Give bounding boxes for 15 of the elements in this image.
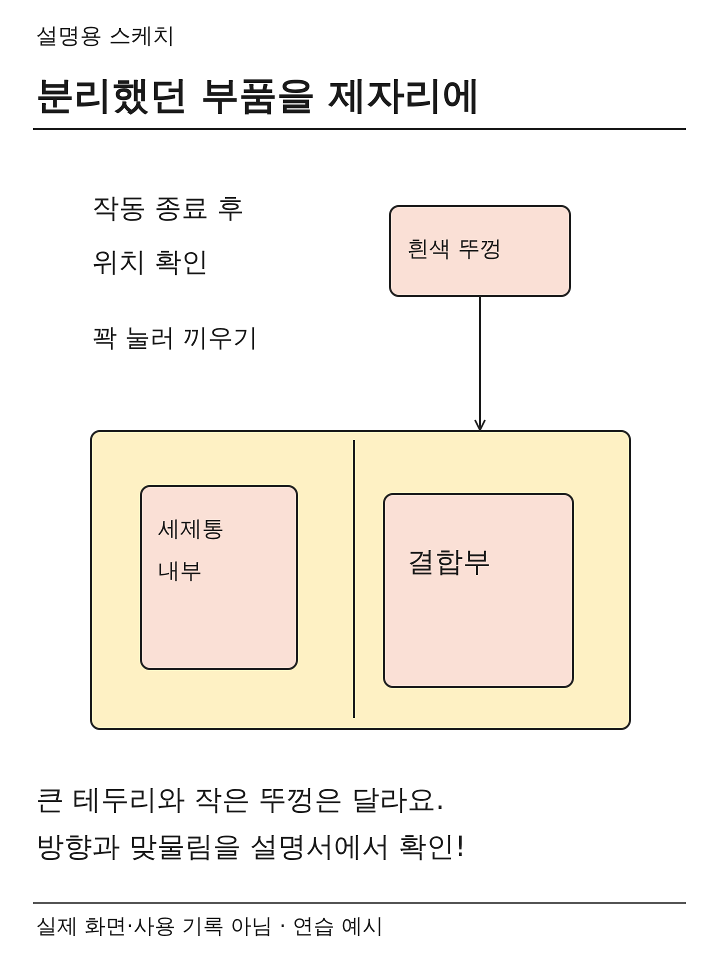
lid-box: [389, 205, 571, 297]
box-label: 결합부: [407, 544, 492, 580]
panel-box: [90, 430, 631, 730]
part-box: [383, 493, 574, 688]
footer-text: 실제 화면·사용 기록 아님 · 연습 예시: [36, 913, 384, 940]
part-box: [140, 485, 298, 670]
note-text: 큰 테두리와 작은 뚜껑은 달라요.: [36, 782, 446, 818]
title: 분리했던 부품을 제자리에: [36, 72, 480, 119]
note-text: 작동 종료 후 위치 확인: [92, 192, 246, 280]
box-label: 세제통 내부: [158, 516, 225, 586]
note-text: 방향과 맞물림을 설명서에서 확인!: [36, 829, 467, 865]
box-label: 흰색 뚜껑: [407, 236, 503, 264]
arrow: [474, 297, 486, 431]
note-text: 꽉 눌러 끼우기: [92, 322, 259, 354]
subtitle-text: 설명용 스케치: [36, 23, 176, 51]
